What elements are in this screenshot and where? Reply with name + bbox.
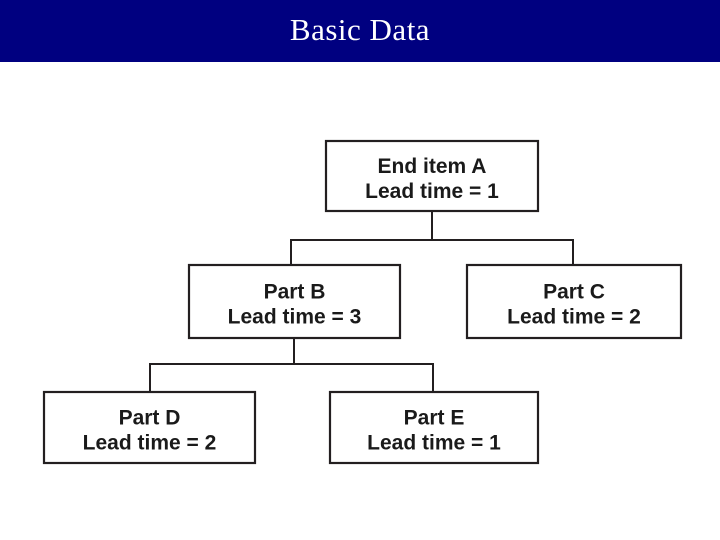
node-label-part-e: Part E [404, 407, 465, 430]
node-box-part-d [42, 390, 257, 465]
node-leadtime-part-c: Lead time = 2 [507, 306, 641, 329]
node-label-part-b: Part B [264, 281, 326, 304]
node-label-end-item-a: End item A [378, 155, 487, 178]
node-label-part-c: Part C [543, 281, 605, 304]
node-leadtime-part-d: Lead time = 2 [83, 432, 217, 455]
node-leadtime-part-e: Lead time = 1 [367, 432, 501, 455]
node-box-part-c [465, 263, 683, 340]
node-label-part-d: Part D [119, 407, 181, 430]
node-box-part-e [328, 390, 540, 465]
connector-layer [149, 210, 574, 393]
node-leadtime-part-b: Lead time = 3 [228, 306, 362, 329]
node-leadtime-end-item-a: Lead time = 1 [365, 180, 499, 203]
slide-title: Basic Data [289, 12, 431, 47]
node-box-part-b [187, 263, 402, 340]
slide-title-bar: Basic Data [0, 0, 720, 62]
node-box-end-item-a [324, 139, 540, 213]
